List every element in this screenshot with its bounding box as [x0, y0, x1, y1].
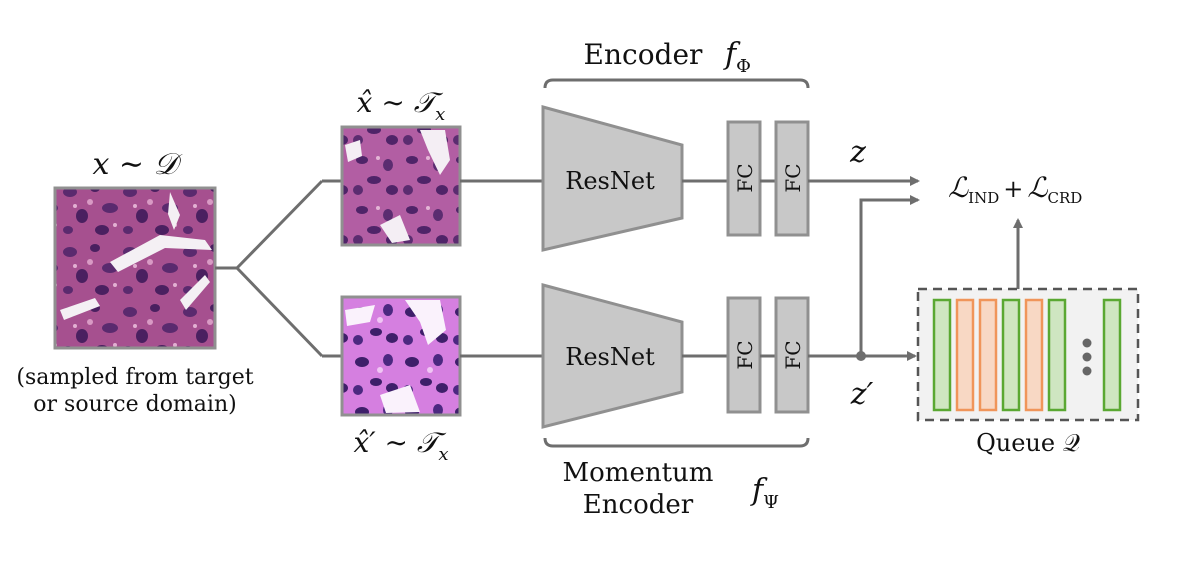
queue-bar-orange	[1024, 298, 1044, 412]
input-image	[53, 186, 217, 350]
momentum-resnet-block	[541, 283, 684, 429]
queue-bar-orange	[978, 298, 998, 412]
momentum-bracket	[543, 437, 810, 448]
output-z-label: z	[849, 135, 866, 170]
encoder-symbol: fΦ	[723, 37, 751, 77]
encoder-bracket	[543, 78, 810, 89]
encoder-resnet-label: ResNet	[565, 167, 655, 195]
input-caption-line-1: (sampled from target	[16, 365, 253, 390]
momentum-fc2-label: FC	[781, 340, 805, 369]
output-zprime-label: z′	[850, 377, 874, 412]
queue-bars	[932, 298, 1122, 412]
encoder-fc1-label: FC	[733, 163, 757, 192]
queue-bar-green	[1102, 298, 1122, 412]
momentum-resnet-label: ResNet	[565, 343, 655, 371]
queue-bar-green	[1047, 298, 1067, 412]
encoder-fc2-block	[774, 120, 810, 237]
encoder-fc2-label: FC	[781, 163, 805, 192]
queue-label: Queue 𝒬	[976, 429, 1080, 457]
momentum-fc1-label: FC	[733, 340, 757, 369]
view-bottom-image	[340, 295, 462, 417]
input-label: x ∼ 𝒟	[92, 147, 182, 182]
queue-bar-orange	[955, 298, 975, 412]
queue-bar-green	[1001, 298, 1021, 412]
view-top-image	[340, 125, 462, 247]
input-caption-line-2: or source domain)	[33, 392, 236, 417]
queue-bar-green	[932, 298, 952, 412]
loss-label: ℒIND+ℒCRD	[948, 171, 1082, 207]
branch-connectors	[215, 179, 342, 358]
view-top-label: x̂ ∼ 𝒯x	[357, 86, 446, 125]
momentum-title-line-2: Encoder	[583, 490, 694, 520]
encoder-resnet-block	[541, 105, 684, 252]
view-bottom-label: x̂′ ∼ 𝒯x	[353, 426, 448, 465]
momentum-symbol-f: fΨ	[750, 473, 779, 513]
encoder-title: Encoder	[584, 38, 704, 71]
queue-ellipsis	[1082, 338, 1092, 376]
encoder-fc1-block	[726, 120, 762, 237]
arrow-zprime-to-loss	[859, 195, 920, 356]
momentum-title-line-1: Momentum	[563, 458, 714, 488]
